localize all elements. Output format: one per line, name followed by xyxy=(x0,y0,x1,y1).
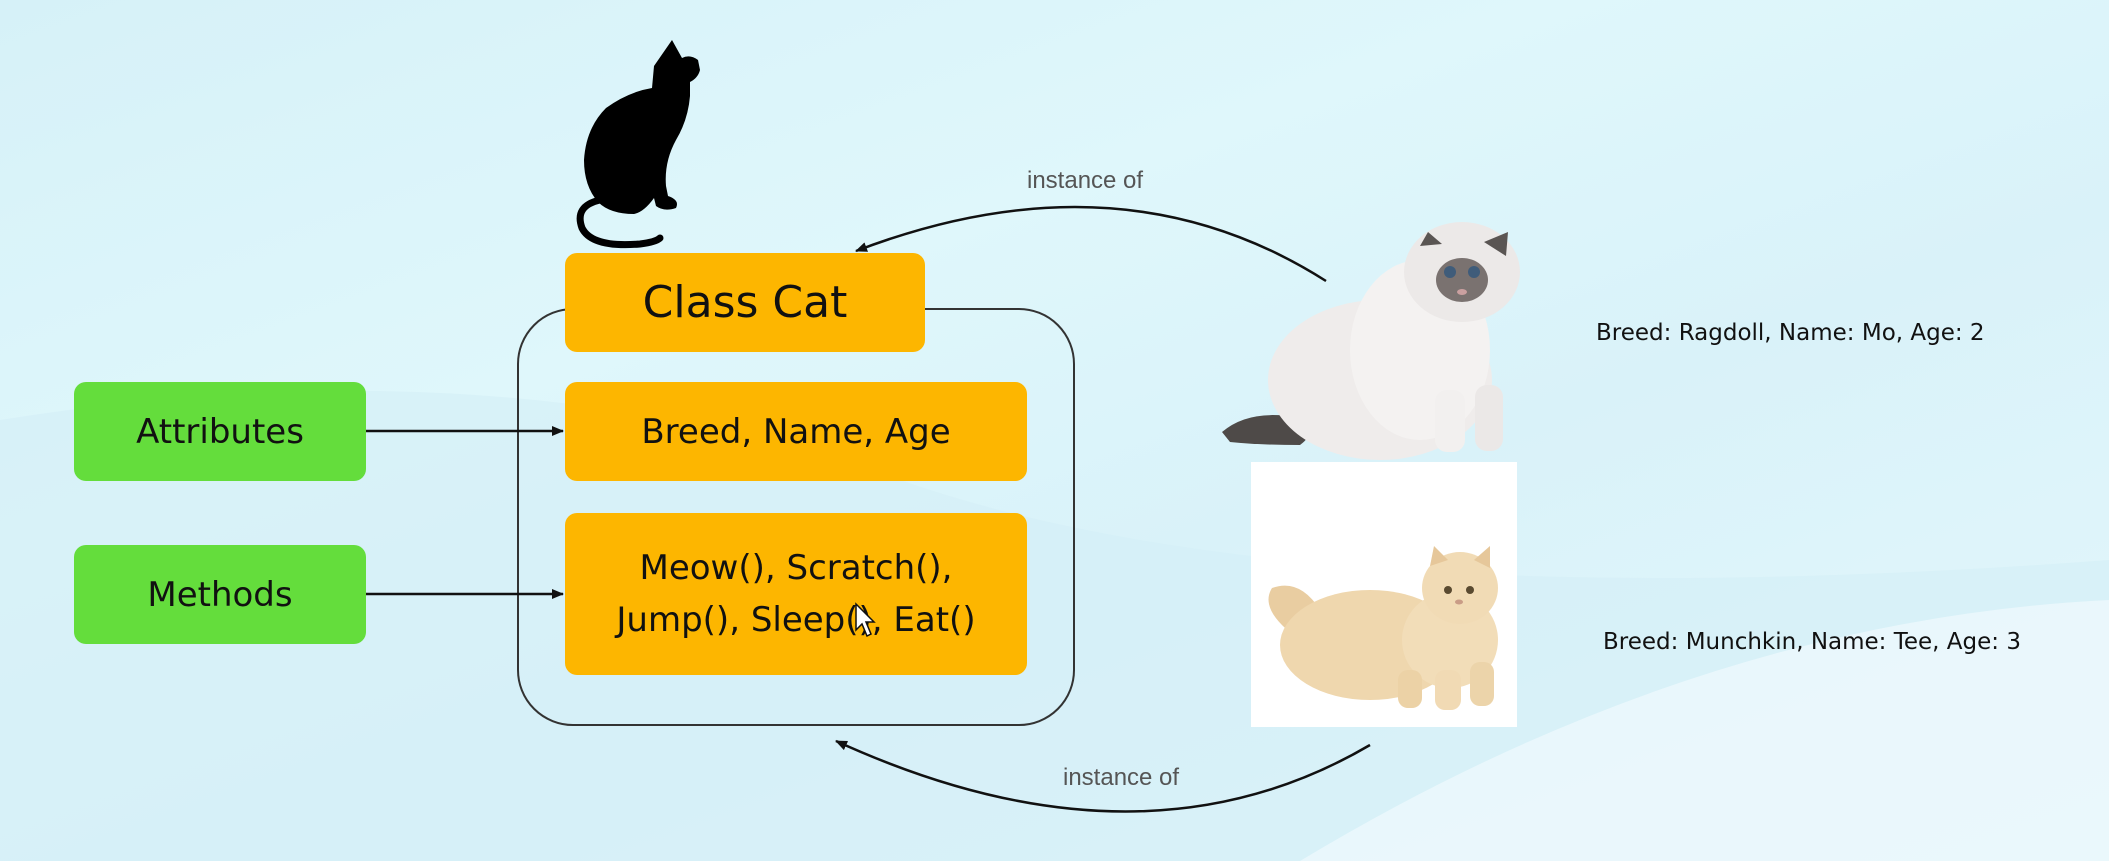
attributes-member-box: Breed, Name, Age xyxy=(565,382,1027,481)
top-arrow-caption: instance of xyxy=(1027,167,1144,194)
methods-value-line2: Jump(), Sleep(), Eat() xyxy=(616,600,976,640)
bottom-arrow-caption: instance of xyxy=(1063,764,1180,791)
methods-value-line1: Meow(), Scratch(), xyxy=(639,548,953,588)
munchkin-instance-label: Breed: Munchkin, Name: Tee, Age: 3 xyxy=(1603,629,2021,655)
top-instance-arrow xyxy=(855,205,1327,283)
methods-label-box: Methods xyxy=(74,545,366,644)
class-title: Class Cat xyxy=(642,277,848,328)
class-title-box: Class Cat xyxy=(565,253,925,352)
attributes-value: Breed, Name, Age xyxy=(641,411,951,452)
attributes-label: Attributes xyxy=(136,411,304,452)
methods-label: Methods xyxy=(147,574,293,615)
attributes-label-box: Attributes xyxy=(74,382,366,481)
methods-member-box: Meow(), Scratch(), Jump(), Sleep(), Eat(… xyxy=(565,513,1027,675)
ragdoll-instance-label: Breed: Ragdoll, Name: Mo, Age: 2 xyxy=(1596,320,1985,346)
bottom-instance-arrow xyxy=(835,739,1371,813)
